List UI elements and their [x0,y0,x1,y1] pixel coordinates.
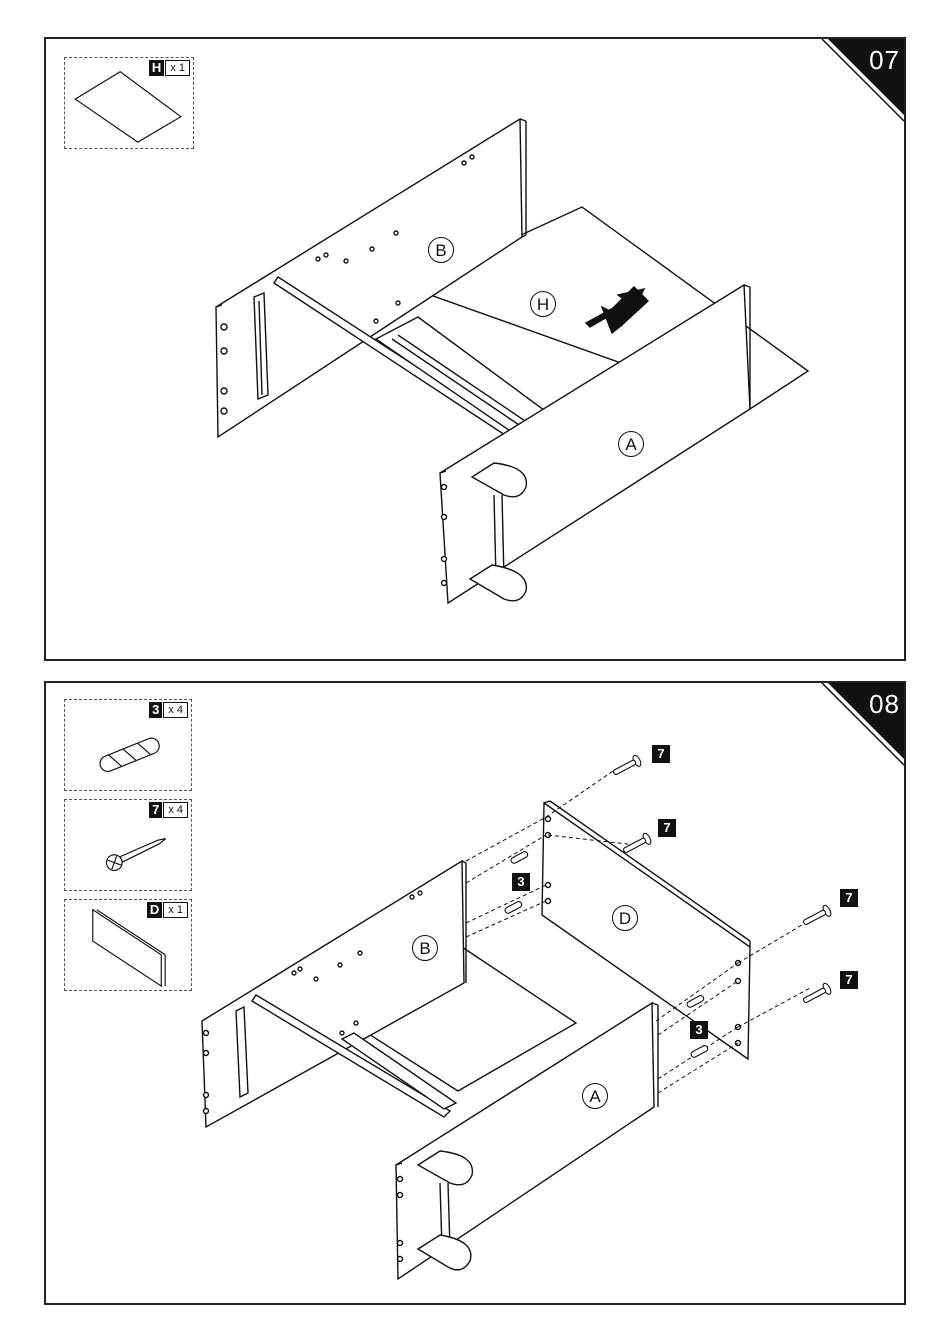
screw-tag: 7 [652,745,670,763]
part-code: 3 [149,702,162,718]
part-qty: x 1 [163,902,188,918]
screw-tag: 7 [840,889,858,907]
part-code: H [149,60,164,76]
part-qty: x 4 [163,802,188,818]
label-B: B [412,935,438,961]
step-number: 07 [869,45,900,76]
step-number: 08 [869,689,900,720]
screw-tag: 7 [658,819,676,837]
label-H: H [530,291,556,317]
label-B: B [428,237,454,263]
screw-tag: 7 [840,971,858,989]
part-code: 7 [149,802,162,818]
part-qty: x 1 [165,60,190,76]
dowel-tag: 3 [690,1021,708,1039]
label-A: A [582,1083,608,1109]
part-qty: x 4 [163,702,188,718]
label-A: A [618,431,644,457]
dowel-tag: 3 [512,873,530,891]
part-code: D [147,902,162,918]
label-D: D [612,905,638,931]
